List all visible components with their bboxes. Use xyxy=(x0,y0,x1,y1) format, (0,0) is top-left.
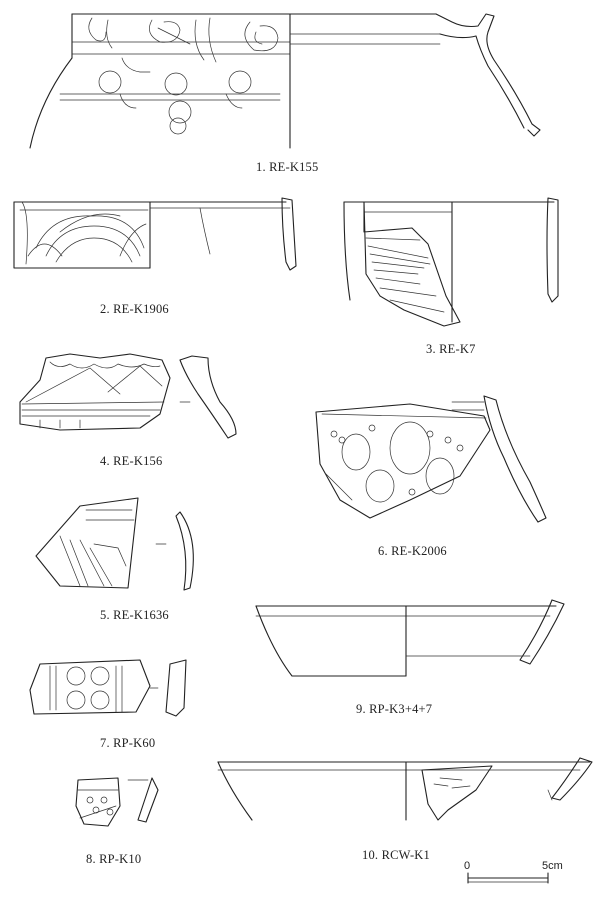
figure-label-8: 8. RP-K10 xyxy=(86,852,141,867)
figure-code: RE-K1906 xyxy=(113,302,169,316)
drawing-re-k7 xyxy=(344,198,558,326)
figure-label-3: 3. RE-K7 xyxy=(426,342,476,357)
scale-bar xyxy=(468,873,548,883)
figure-code: RCW-K1 xyxy=(381,848,430,862)
figure-code: RP-K10 xyxy=(99,852,142,866)
drawing-re-k1636 xyxy=(36,498,193,590)
figure-number: 2. xyxy=(100,302,110,316)
scale-start-label: 0 xyxy=(464,860,471,872)
figure-label-2: 2. RE-K1906 xyxy=(100,302,169,317)
figure-label-9: 9. RP-K3+4+7 xyxy=(356,702,432,717)
figure-code: RP-K3+4+7 xyxy=(369,702,433,716)
figure-code: RE-K156 xyxy=(113,454,163,468)
drawing-rp-k10 xyxy=(76,778,158,826)
drawing-rp-k60 xyxy=(30,660,186,716)
figure-number: 9. xyxy=(356,702,366,716)
figure-number: 3. xyxy=(426,342,436,356)
figure-number: 10. xyxy=(362,848,379,862)
figure-number: 4. xyxy=(100,454,110,468)
drawing-re-k156 xyxy=(20,354,236,438)
figure-code: RP-K60 xyxy=(113,736,156,750)
drawing-rp-k3-4-7 xyxy=(256,600,564,676)
figure-code: RE-K7 xyxy=(439,342,476,356)
figure-label-4: 4. RE-K156 xyxy=(100,454,162,469)
figure-label-10: 10. RCW-K1 xyxy=(362,848,430,863)
drawing-re-k155 xyxy=(30,14,540,148)
scale-end-label: 5cm xyxy=(542,860,563,872)
figure-code: RE-K1636 xyxy=(113,608,169,622)
figure-code: RE-K155 xyxy=(269,160,319,174)
figure-number: 7. xyxy=(100,736,110,750)
figure-label-5: 5. RE-K1636 xyxy=(100,608,169,623)
drawing-re-k2006 xyxy=(316,396,546,522)
drawing-re-k1906 xyxy=(14,198,296,270)
figure-code: RE-K2006 xyxy=(391,544,447,558)
figure-number: 1. xyxy=(256,160,266,174)
figure-number: 6. xyxy=(378,544,388,558)
figure-number: 8. xyxy=(86,852,96,866)
figure-label-7: 7. RP-K60 xyxy=(100,736,155,751)
figure-number: 5. xyxy=(100,608,110,622)
figure-label-1: 1. RE-K155 xyxy=(256,160,318,175)
figure-label-6: 6. RE-K2006 xyxy=(378,544,447,559)
drawing-rcw-k1 xyxy=(218,758,592,820)
